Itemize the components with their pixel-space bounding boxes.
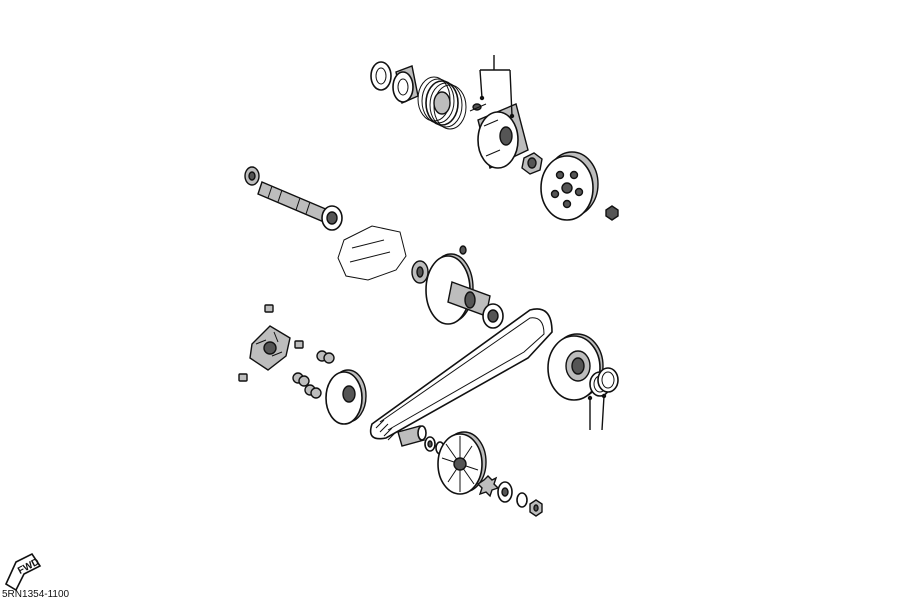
part-9-cam [249,325,291,371]
callout-8a: 8 [0,0,5,5]
fwd-arrow-icon: FWD [4,552,41,592]
crankcase-outline [337,225,407,281]
callout-19: 19 [0,0,11,5]
callout-27: 27 [0,0,11,5]
callout-29: 29 [0,0,11,5]
callout-10b: 10 [0,0,11,5]
part-19-washer [424,436,436,452]
part-18-nut [529,499,543,517]
callout-22: 22 [0,0,11,5]
part-25-rings [589,367,619,397]
callout-14: 14 [0,0,11,5]
part-26-pin [459,245,467,255]
callout-24b: 24 [0,0,11,5]
callout-21: 21 [0,0,11,5]
callout-16: 16 [0,0,11,5]
part-20-clutch-carrier [477,103,529,169]
part-5-clutch-housing [540,151,599,221]
callout-3: 3 [0,0,5,5]
callout-23: 23 [0,0,11,5]
part-29-nut [521,152,543,175]
part-8-weights [292,350,335,399]
callout-12: 12 [0,0,11,5]
part-24-bearing-lower [482,303,504,329]
part-1-secondary-shaft [257,181,329,223]
part-10-slider-mid [294,340,304,349]
callout-8c: 8 [0,0,5,5]
part-13-v-belt [369,308,553,441]
part-16-washer [497,481,513,503]
part-10-slider-top [264,304,274,313]
part-4-bearing [244,166,260,186]
callout-20-bracket [479,55,515,119]
part-17-washer [516,492,528,508]
part-3-oil-seal [411,260,429,284]
callout-5: 5 [0,0,6,5]
part-11-collar [397,425,427,447]
part-15-star-washer [476,475,500,498]
part-28-collar [392,65,419,104]
callout-8b: 8 [0,0,5,5]
callout-7: 7 [0,0,5,5]
part-23-sliding-sheave [547,333,604,401]
callout-28: 28 [0,0,11,5]
part-21-pin [469,103,487,112]
callout-18: 18 [0,0,11,5]
callout-10c: 10 [0,0,11,5]
callout-15: 15 [0,0,11,5]
callout-17: 17 [0,0,11,5]
callout-4: 4 [0,0,6,5]
callout-26: 26 [0,0,11,5]
part-10-slider-low [238,373,248,382]
callout-25-bracket [587,393,607,431]
part-22-fixed-sheave [425,253,491,325]
part-7-primary-sliding-sheave [325,369,367,425]
drawing-code: 5RN1354-1100 [2,589,70,600]
callout-6: 6 [0,0,5,5]
callout-9: 9 [0,0,5,5]
callout-2: 2 [0,0,5,5]
part-24-washer-top [370,61,392,91]
callout-labels: 1 2 3 4 5 6 7 8 8 8 9 10 10 10 11 12 13 … [0,0,11,5]
part-14-primary-fixed-sheave [437,431,487,495]
callout-13: 13 [0,0,11,5]
callout-25: 25 [0,0,11,5]
callout-1: 1 [0,0,6,5]
callout-24a: 24 [0,0,11,5]
part-27-clutch-spring [417,76,467,130]
callout-11: 11 [0,0,10,5]
callout-20: 20 [0,0,11,5]
callout-10a: 10 [0,0,11,5]
part-2-bearing [321,205,343,231]
part-6-nut [605,205,619,221]
